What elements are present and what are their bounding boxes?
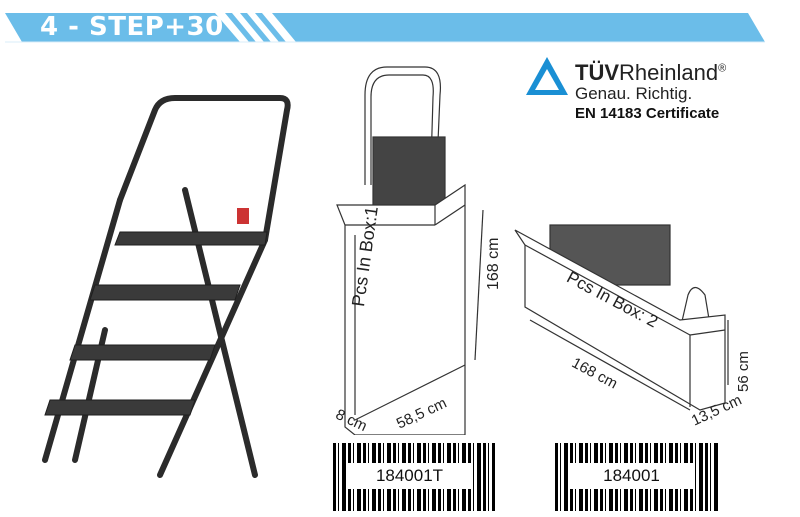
- registered-mark: ®: [718, 62, 727, 75]
- barcode-number: 184001: [569, 463, 694, 489]
- single-box-height: 168 cm: [485, 237, 502, 290]
- barcode-double: 184001: [555, 443, 718, 511]
- step-ladder-image: [42, 95, 291, 478]
- tuv-brand-rest: Rheinland: [619, 60, 719, 85]
- barcode-number: 184001T: [347, 463, 472, 489]
- barcode-single: 184001T: [333, 443, 495, 511]
- tuv-brand: TÜVRheinland®: [575, 60, 726, 86]
- tuv-brand-bold: TÜV: [575, 60, 619, 85]
- certificate-label: EN 14183 Certificate: [575, 105, 720, 122]
- double-box-height: 56 cm: [735, 351, 752, 392]
- tuv-slogan: Genau. Richtig.: [575, 84, 693, 103]
- single-box-diagram: [336, 66, 484, 435]
- title-banner: [5, 13, 765, 43]
- tuv-triangle-logo-icon: [526, 57, 568, 95]
- product-title: 4 - STEP+30: [40, 12, 224, 42]
- double-box-diagram: [514, 224, 729, 411]
